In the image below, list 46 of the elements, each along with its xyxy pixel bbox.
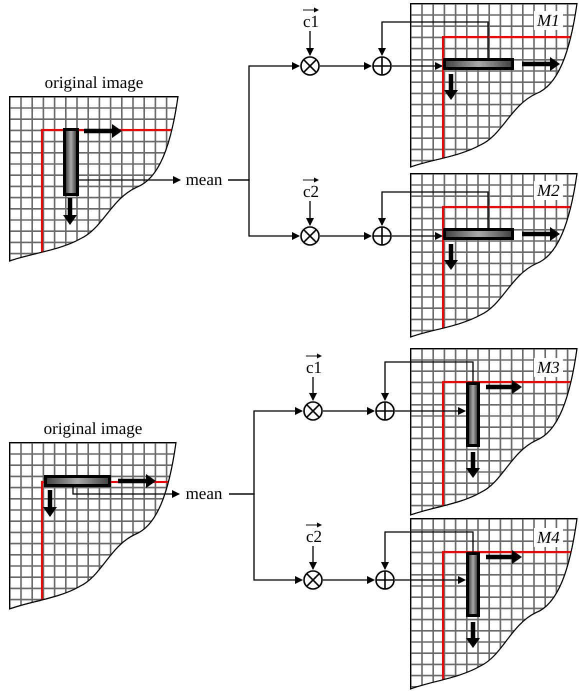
- image-label: M2: [534, 181, 563, 200]
- add-symbol: [372, 226, 392, 246]
- arrow: [392, 62, 443, 70]
- arrow: [309, 546, 317, 570]
- operation-label: mean: [181, 170, 227, 190]
- image-label: M4: [534, 528, 563, 547]
- arrow: [79, 176, 181, 184]
- arrow: [381, 531, 474, 570]
- image-heading: original image: [44, 74, 144, 91]
- arrow: [378, 191, 489, 228]
- vector-label: c1: [303, 13, 320, 30]
- arrow: [323, 407, 375, 415]
- arrow: [392, 232, 443, 240]
- sliding-window-bar: [466, 382, 480, 447]
- sliding-window-bar: [466, 552, 480, 617]
- multiply-symbol: [303, 570, 323, 590]
- add-symbol: [372, 56, 392, 76]
- arrow: [320, 62, 372, 70]
- image-label: M3: [534, 358, 563, 377]
- arrow: [306, 31, 314, 56]
- arrow: [381, 361, 474, 401]
- multiply-symbol: [303, 401, 323, 421]
- arrow: [323, 576, 375, 584]
- vector-label: c1: [306, 359, 322, 376]
- operation-label: mean: [180, 484, 228, 504]
- vector-label: c2: [306, 528, 322, 545]
- multiply-symbol: [300, 56, 320, 76]
- sliding-window-bar: [44, 475, 111, 487]
- arrow: [229, 493, 303, 584]
- add-symbol: [375, 570, 395, 590]
- arrow: [228, 179, 300, 240]
- sliding-window-bar: [63, 128, 79, 196]
- sliding-window-bar: [443, 58, 514, 70]
- image-label: M1: [534, 11, 563, 30]
- multiply-symbol: [300, 226, 320, 246]
- arrow: [72, 487, 180, 498]
- arrow: [320, 232, 372, 240]
- image-heading: original image: [42, 420, 144, 437]
- add-symbol: [375, 401, 395, 421]
- arrow: [309, 377, 317, 401]
- arrow: [306, 201, 314, 226]
- sliding-window-bar: [443, 228, 514, 240]
- vector-label: c2: [303, 183, 320, 200]
- arrow: [378, 21, 489, 58]
- arrow: [395, 576, 466, 584]
- arrow: [395, 407, 466, 415]
